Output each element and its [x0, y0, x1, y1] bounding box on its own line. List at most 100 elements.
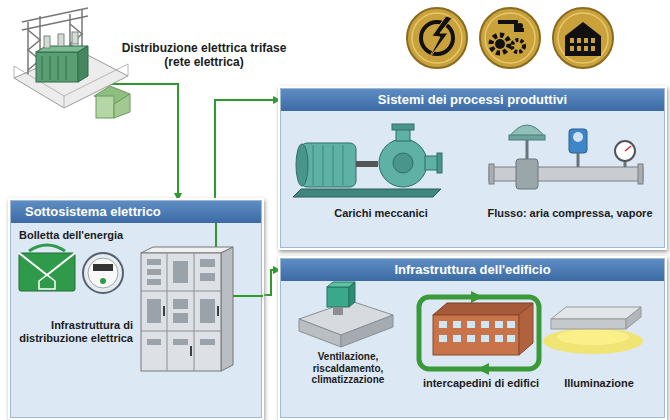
drawing-part	[141, 331, 221, 332]
drawing-part	[453, 321, 461, 328]
drawing-part	[72, 32, 78, 44]
drawing-part	[512, 40, 524, 52]
drawing-part	[83, 253, 123, 293]
drawing-part	[147, 259, 161, 265]
drawing-part	[591, 46, 595, 51]
drawing-part	[173, 339, 188, 345]
drawing-part	[570, 38, 574, 43]
drawing-part	[58, 56, 59, 80]
drawing-part	[584, 38, 588, 43]
drawing-part	[379, 139, 427, 187]
drawing-part	[200, 273, 215, 281]
drawing-part	[584, 46, 588, 51]
drawing-part	[39, 275, 55, 289]
drawing-part	[200, 259, 215, 267]
drawing-part	[570, 46, 574, 51]
electrical-subsystem-panel: Sottosistema elettricoBolletta dell'ener…	[10, 200, 262, 418]
drawing-part	[495, 39, 505, 49]
drawing-part	[573, 132, 583, 142]
drawing-part	[88, 258, 118, 288]
drawing-part	[327, 287, 349, 307]
drawing-part	[141, 291, 221, 292]
drawing-part	[190, 346, 192, 356]
drawing-part	[491, 35, 509, 53]
drawing-part	[200, 339, 215, 345]
drawing-part	[147, 279, 161, 285]
process-icon	[480, 8, 540, 68]
drawing-part	[471, 291, 483, 303]
drawing-part	[393, 153, 413, 173]
drawing-part	[626, 307, 641, 329]
drawing-part	[200, 299, 215, 323]
drawing-part	[147, 299, 161, 323]
drawing-part	[299, 319, 341, 347]
drawing-part	[638, 164, 643, 184]
drawing-part	[29, 245, 65, 251]
drawing-part	[437, 153, 442, 173]
drawing-part	[14, 66, 15, 78]
drawing-part	[64, 96, 65, 108]
flow-arrow	[262, 270, 280, 295]
flow-arrow	[177, 134, 179, 200]
drawing-part	[439, 321, 515, 342]
drawing-part	[36, 52, 78, 82]
item-label: Infrastruttura di distribuzione elettric…	[15, 319, 133, 344]
drawing-part	[341, 315, 393, 347]
drawing-part	[439, 321, 447, 328]
drawing-part	[489, 167, 643, 181]
drawing-part	[173, 299, 188, 309]
drawing-part	[553, 8, 613, 68]
drawing-part	[313, 145, 314, 185]
drawing-part	[66, 56, 67, 80]
drawing-part	[44, 36, 50, 48]
drawing-part	[114, 94, 130, 118]
process-systems-panel: Sistemi dei processi produttiviCarichi m…	[280, 88, 665, 248]
drawing-part	[433, 315, 519, 355]
drawing-part	[221, 247, 233, 371]
drawing-part	[485, 13, 535, 63]
drawing-part	[489, 164, 494, 184]
flow-arrow	[215, 100, 280, 200]
drawing-part	[173, 313, 188, 323]
drawing-part	[128, 64, 129, 76]
drawing-part	[50, 56, 51, 80]
drawing-part	[421, 22, 453, 54]
drawing-part	[557, 329, 629, 345]
drawing-part	[480, 8, 540, 68]
panel-title: Sottosistema elettrico	[11, 201, 261, 223]
drawing-part	[22, 8, 88, 22]
drawing-part	[543, 328, 643, 354]
drawing-part	[467, 335, 475, 342]
panel-title: Sistemi dei processi produttivi	[281, 89, 664, 111]
drawing-part	[516, 159, 538, 189]
drawing-part	[625, 146, 631, 151]
drawing-part	[147, 259, 215, 345]
drawing-part	[58, 34, 64, 46]
energy-icon	[407, 8, 467, 68]
drawing-part	[96, 96, 114, 118]
drawing-part	[42, 56, 66, 80]
drawing-part	[333, 145, 334, 185]
drawing-part	[293, 189, 441, 197]
drawing-part	[577, 38, 581, 43]
grid-label: Distribuzione elettrica trifase (rete el…	[118, 42, 290, 70]
drawing-part	[147, 339, 161, 345]
drawing-part	[78, 46, 88, 82]
drawing-part	[296, 144, 308, 186]
drawing-part	[147, 269, 161, 275]
drawing-part	[163, 306, 165, 316]
drawing-part	[453, 335, 461, 342]
item-label: Illuminazione	[543, 377, 655, 390]
panel-title: Infrastruttura dell'edificio	[281, 259, 664, 281]
drawing-part	[173, 261, 188, 283]
drawing-part	[467, 321, 475, 328]
item-label: Ventilazione, riscaldamento, climatizzaz…	[287, 351, 409, 386]
process-systems-illustration	[281, 89, 666, 249]
drawing-part	[569, 129, 587, 153]
drawing-part	[167, 253, 168, 371]
drawing-part	[313, 145, 343, 185]
drawing-part	[301, 143, 356, 187]
drawing-part	[615, 141, 635, 161]
drawing-part	[42, 56, 43, 80]
